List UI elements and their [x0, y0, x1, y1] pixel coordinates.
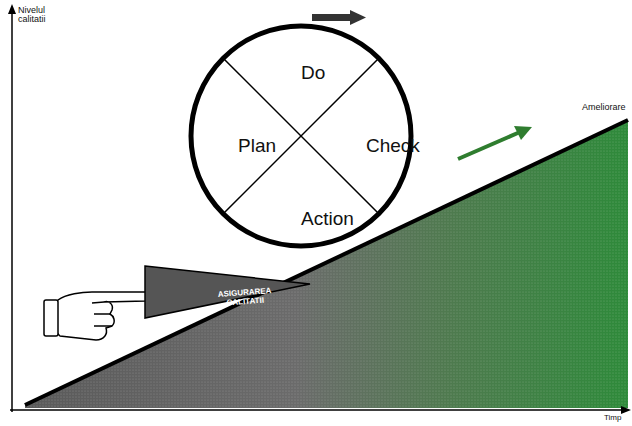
x-axis-head [621, 406, 631, 414]
axis-label: Timp [604, 414, 632, 422]
quadrant-label: Action [301, 209, 354, 230]
pdca-wheel: DoPlanCheckAction [188, 23, 414, 249]
y-axis-head [8, 4, 16, 14]
improvement-arrow [458, 132, 520, 159]
rotation-arrow [312, 14, 352, 21]
quadrant-label: Plan [238, 136, 276, 157]
y-axis [11, 10, 13, 412]
pointing-hand [44, 292, 151, 340]
axis-label: Nivelul calitatii [18, 6, 66, 25]
quadrant-label: Check [366, 136, 420, 157]
x-axis [10, 409, 624, 411]
quadrant-label: Do [301, 63, 325, 84]
axis-label: Ameliorare [582, 103, 632, 112]
improvement-arrow-head [514, 126, 532, 140]
quality-wedge: ASIGURAREA CALITATII [145, 262, 310, 320]
rotation-arrow-head [350, 10, 366, 25]
